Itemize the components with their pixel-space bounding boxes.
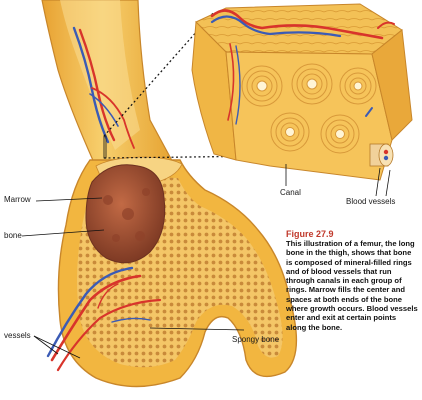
label-marrow: Marrow	[4, 195, 31, 204]
zoom-lines	[103, 11, 277, 159]
marrow-mass	[85, 164, 166, 264]
label-bone: bone	[4, 231, 22, 240]
label-canal: Canal	[280, 188, 301, 197]
head-vessels	[46, 266, 162, 372]
bone-shaft	[41, 0, 177, 177]
leader-lines	[21, 164, 391, 359]
figure-caption: Figure 27.9 This illustration of a femur…	[286, 229, 418, 332]
figure-caption-text: This illustration of a femur, the long b…	[286, 239, 418, 332]
canal-vessel-cylinder	[369, 143, 394, 167]
label-spongy-bone: Spongy bone	[232, 335, 280, 344]
label-blood-vessels: Blood vessels	[346, 197, 396, 206]
figure-title: Figure 27.9	[286, 229, 334, 239]
label-vessels: vessels	[4, 331, 31, 340]
bone-section-detail	[191, 3, 413, 181]
